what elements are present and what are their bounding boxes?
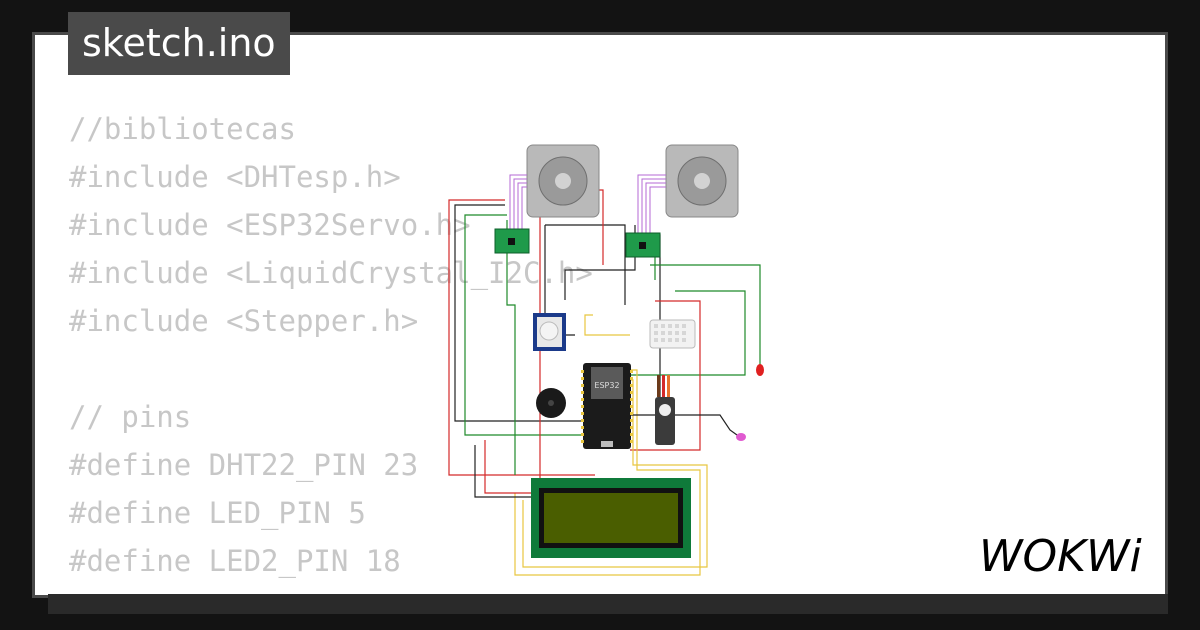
wire-green (630, 290, 746, 376)
code-line: #include <LiquidCrystal_I2C.h> (69, 256, 593, 290)
wire-yellow (584, 314, 630, 336)
code-line: #include <ESP32Servo.h> (69, 208, 471, 242)
wire-yellow (514, 369, 701, 576)
stepper-motor-right (637, 144, 739, 233)
led-pink (736, 433, 746, 441)
code-line: // pins (69, 400, 192, 434)
code-line: #define LED_PIN 5 (69, 496, 366, 530)
code-line: #define LED2_PIN 18 (69, 544, 401, 578)
code-line: #include <DHTesp.h> (69, 160, 401, 194)
servo-motor (655, 375, 675, 445)
wire-red (484, 440, 535, 494)
wire-black (545, 224, 626, 305)
wire-red (630, 300, 701, 451)
wire-green (464, 214, 595, 436)
dht22-sensor (649, 319, 696, 349)
wokwi-logo: WOKWi (979, 531, 1142, 582)
stepper-motor-left (509, 144, 600, 230)
wire-green (650, 264, 761, 365)
code-line: #include <Stepper.h> (69, 304, 419, 338)
esp32-label: ESP32 (594, 381, 619, 390)
circuit-diagram: ESP32 (448, 144, 764, 576)
wire-black (454, 204, 595, 422)
wire-black (474, 445, 535, 498)
file-tab[interactable]: sketch.ino (68, 12, 290, 75)
pir-sensor (533, 313, 566, 351)
wire-red (448, 199, 595, 476)
code-line: //bibliotecas (69, 112, 296, 146)
code-line: #define BUZZER_PIN 14 (69, 585, 593, 595)
code-line: #define DHT22_PIN 23 (69, 448, 419, 482)
card-shadow (48, 594, 1168, 614)
esp32-board: ESP32 (581, 363, 633, 449)
code-preview: //bibliotecas #include <DHTesp.h> #include… (69, 105, 593, 595)
lcd-display (531, 478, 691, 558)
led-red (756, 364, 764, 376)
wire-green (506, 220, 516, 475)
wokwi-logo-text: WOKWi (979, 531, 1142, 582)
